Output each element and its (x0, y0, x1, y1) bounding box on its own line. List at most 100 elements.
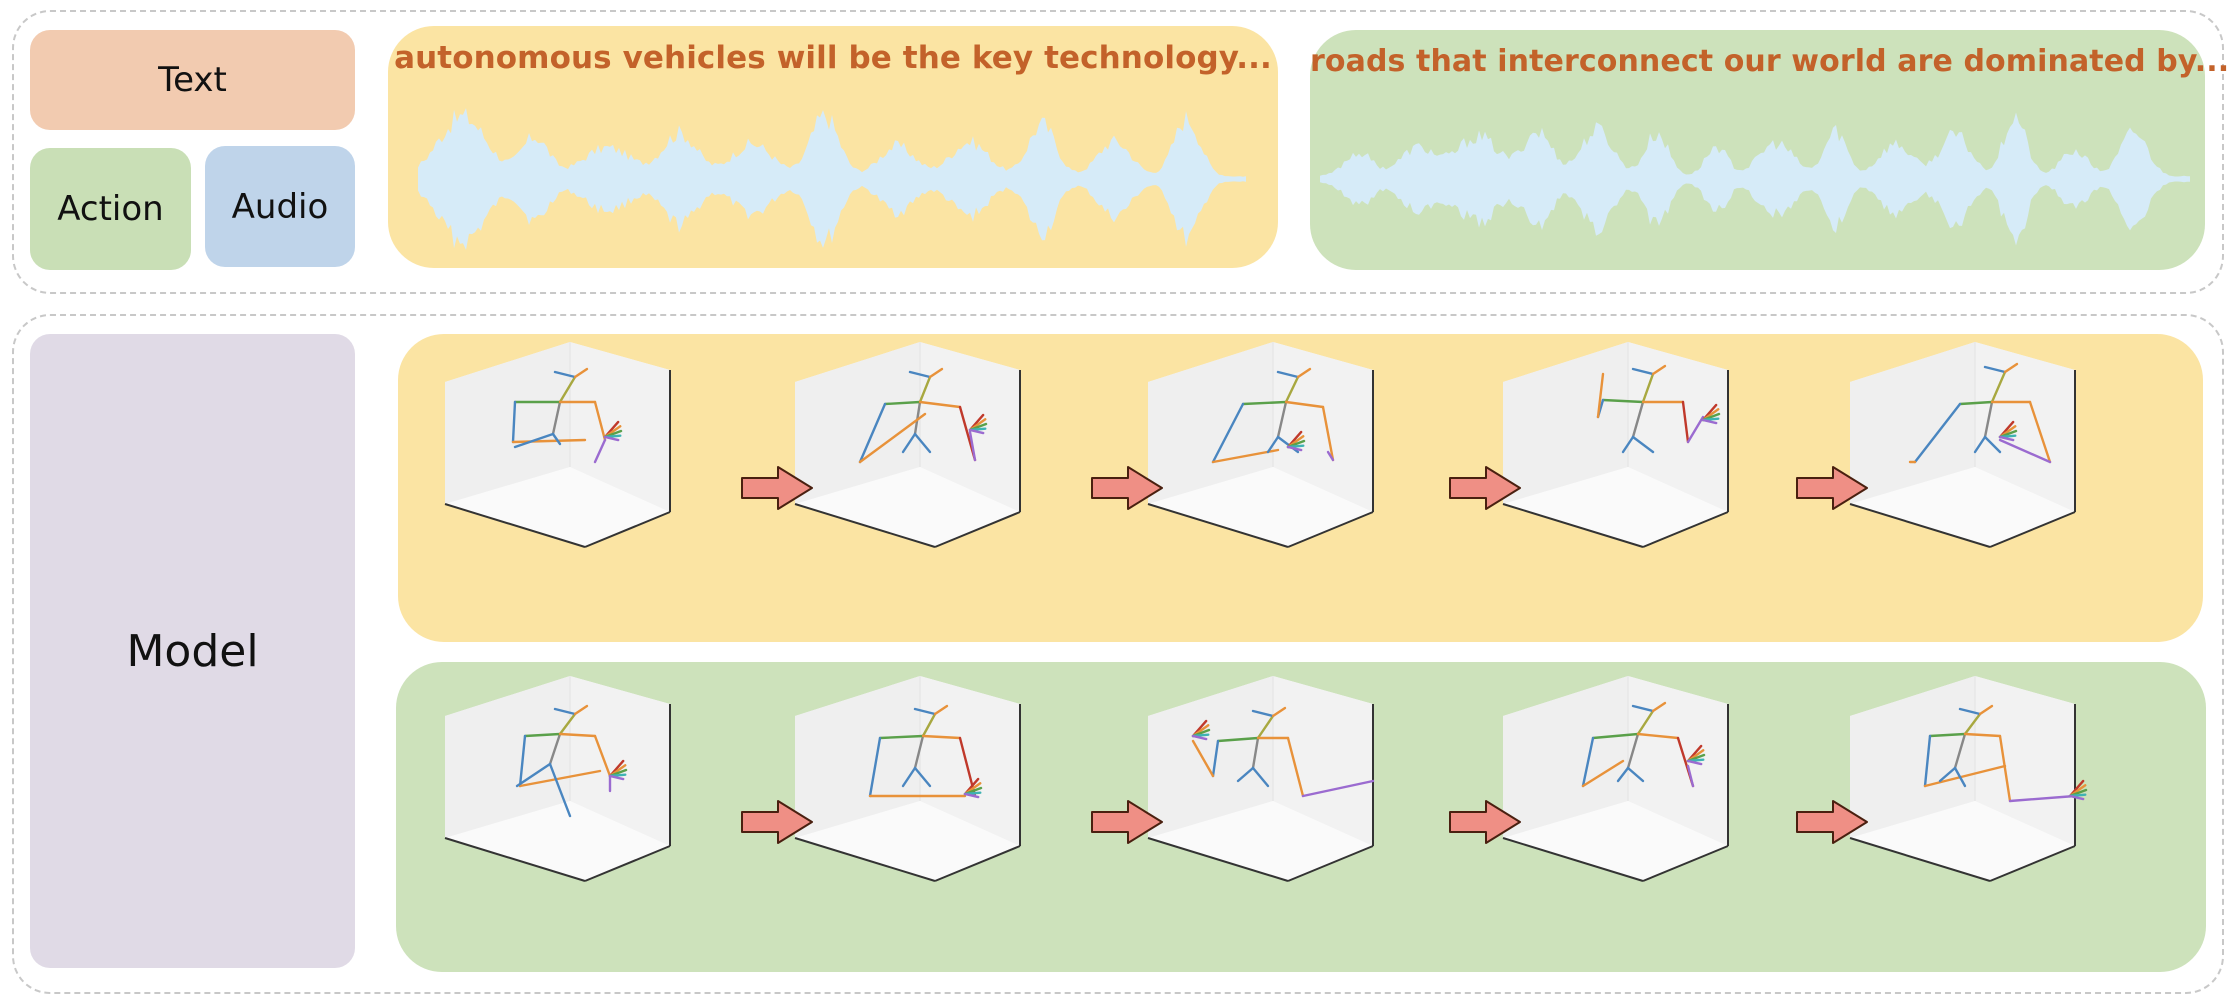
text-modality-block: Text (30, 30, 355, 130)
left-leg-bone (1266, 435, 1280, 454)
audio-waveform-2 (1320, 112, 2190, 246)
left-forearm-bone (511, 438, 587, 444)
left-leg-bone (513, 432, 555, 449)
frame-axis-y (1642, 511, 1729, 548)
frame-left-wall (1148, 676, 1273, 838)
head-bone (908, 370, 932, 379)
action-modality-block: Action (30, 148, 191, 270)
head-bone (1276, 370, 1300, 379)
waveform-shape (418, 108, 1246, 250)
right-leg-bone (1631, 435, 1655, 454)
left-shoulder-bone (1928, 732, 1967, 738)
left-upper-arm-bone (511, 400, 517, 444)
spine-bone (1953, 732, 1967, 770)
left-shoulder-bone (1591, 732, 1640, 740)
right-upper-arm-bone (1321, 405, 1335, 462)
frame-axis-x (1147, 503, 1289, 548)
top-skeleton-frame-3 (1147, 342, 1374, 548)
frame-axis-y (1287, 511, 1374, 548)
right-shoulder-bone (918, 400, 962, 409)
neck-bone (1636, 709, 1655, 736)
frame-axis-x (1849, 837, 1991, 882)
head-bone (1983, 365, 2007, 374)
bottom-skeleton-frame-1 (444, 676, 671, 882)
head-bone (1631, 704, 1655, 713)
right-shoulder-bone (1636, 732, 1680, 740)
left-shoulder-bone (1241, 400, 1288, 406)
arrow-shape (1091, 466, 1163, 510)
left-forearm-bone (1581, 759, 1625, 788)
left-upper-arm-bone (858, 402, 887, 464)
model-block: Model (30, 334, 355, 968)
neck-bone (1990, 370, 2007, 404)
right-upper-arm-bone (1681, 400, 1690, 444)
frame-right-wall (1628, 342, 1728, 512)
spine-bone (1626, 732, 1640, 770)
left-upper-arm-bone (1211, 402, 1245, 464)
head-bone (928, 367, 944, 379)
caption-roads-interconnect: roads that interconnect our world are do… (1310, 44, 2230, 79)
right-forearm-bone (968, 430, 977, 462)
frame-floor (795, 801, 1020, 881)
right-forearm-bone (1686, 415, 1705, 444)
head-bone (573, 367, 589, 379)
bottom-skeleton-frame-4 (1502, 676, 1729, 882)
spine-bone (551, 400, 562, 436)
left-upper-arm-bone (1923, 734, 1932, 788)
caption-autonomous-vehicles: autonomous vehicles will be the key tech… (394, 40, 1272, 76)
right-upper-arm-bone (2028, 400, 2052, 464)
frame-axis-x (1849, 503, 1991, 548)
frame-right-wall (1628, 676, 1728, 846)
right-leg-bone (1953, 766, 1967, 788)
right-arrow-icon (741, 466, 813, 510)
finger-bone (2068, 794, 2085, 801)
frame-axis-y (934, 845, 1021, 882)
frame-right-wall (1975, 676, 2075, 846)
neck-bone (1963, 712, 1982, 736)
right-forearm-bone (1301, 779, 1375, 798)
frame-floor (445, 467, 670, 547)
frame-left-wall (1503, 342, 1628, 504)
left-upper-arm-bone (868, 736, 882, 798)
arrow-shape (1449, 800, 1521, 844)
frame-left-wall (795, 342, 920, 504)
left-leg-bone (1236, 766, 1255, 783)
spine-bone (913, 734, 925, 770)
right-shoulder-bone (921, 734, 962, 740)
frame-left-wall (1850, 676, 1975, 838)
top-skeleton-frame-1 (444, 342, 671, 548)
left-shoulder-bone (878, 734, 925, 740)
frame-axis-y (1287, 845, 1374, 882)
right-forearm-bone (1326, 450, 1335, 462)
head-bone (1651, 364, 1667, 376)
model-output-container (12, 314, 2224, 994)
neck-bone (1256, 714, 1275, 740)
left-shoulder-bone (523, 732, 562, 738)
audio-modality-label: Audio (231, 186, 329, 227)
left-forearm-bone (1191, 739, 1215, 778)
neck-bone (918, 375, 932, 404)
left-forearm-bone (858, 412, 927, 464)
text-modality-label: Text (158, 60, 227, 100)
audio-waveform-1 (418, 108, 1246, 250)
finger-bone (1998, 435, 2015, 442)
finger-bone (1191, 734, 1208, 741)
finger-bone (963, 792, 980, 799)
right-shoulder-bone (1963, 732, 2002, 738)
frame-left-wall (1503, 676, 1628, 838)
left-upper-arm-bone (1211, 739, 1220, 778)
waveform-shape (1320, 112, 2190, 246)
left-upper-arm-bone (518, 734, 527, 788)
audio-modality-block: Audio (205, 146, 355, 267)
left-shoulder-bone (1601, 398, 1645, 404)
frame-axis-y (1989, 511, 2076, 548)
frame-axis-y (1989, 845, 2076, 882)
input-modalities-container (12, 10, 2224, 294)
right-arrow-icon (1796, 800, 1868, 844)
left-forearm-bone (1923, 764, 2007, 788)
left-shoulder-bone (883, 400, 922, 406)
finger-bone (1701, 418, 1718, 425)
frame-floor (1148, 801, 1373, 881)
arrow-shape (1449, 466, 1521, 510)
finger-bone (1686, 759, 1703, 766)
